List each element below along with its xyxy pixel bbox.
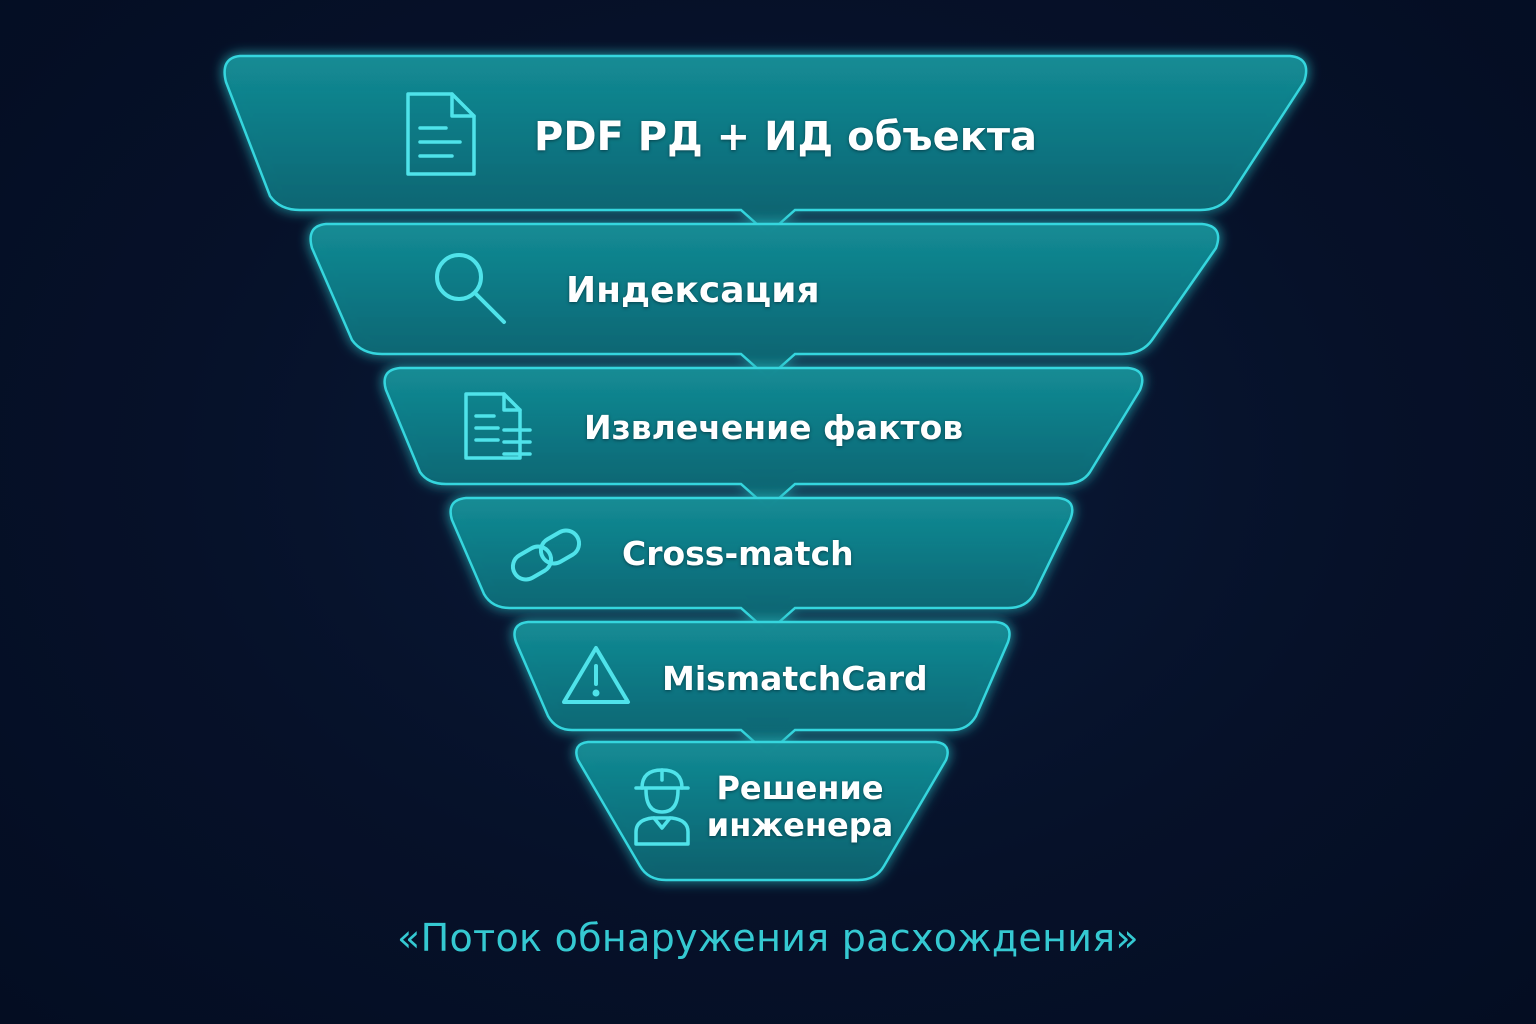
stage-2-label: Индексация	[566, 270, 820, 311]
stage-6-label-line-2: инженера	[706, 805, 894, 844]
funnel-stage-3	[383, 366, 1144, 510]
diagram-caption: «Поток обнаружения расхождения»	[397, 916, 1139, 960]
funnel-stage-2	[309, 222, 1220, 380]
funnel-stage-1-shape	[223, 54, 1308, 236]
stage-1-label: PDF РД + ИД объекта	[534, 114, 1038, 160]
engineer-hardhat-icon	[634, 768, 690, 846]
link-icon	[510, 528, 582, 582]
funnel-stage-4	[449, 496, 1074, 634]
funnel-stage-4-shape	[449, 496, 1074, 634]
stage-6-label: Решение инженера	[700, 770, 900, 844]
stage-3-label: Извлечение фактов	[584, 408, 964, 447]
search-icon	[435, 253, 506, 324]
stage-6-label-line-1: Решение	[716, 769, 884, 807]
document-icon	[406, 92, 476, 176]
warning-icon	[562, 646, 630, 704]
funnel-stage-6	[575, 740, 949, 882]
funnel-stage-2-shape	[309, 222, 1220, 380]
funnel-stage-1	[223, 54, 1308, 236]
document-list-icon	[464, 392, 532, 460]
stage-5-label: MismatchCard	[662, 659, 928, 698]
funnel-stage-3-shape	[383, 366, 1144, 510]
stage-4-label: Cross-match	[622, 534, 854, 573]
